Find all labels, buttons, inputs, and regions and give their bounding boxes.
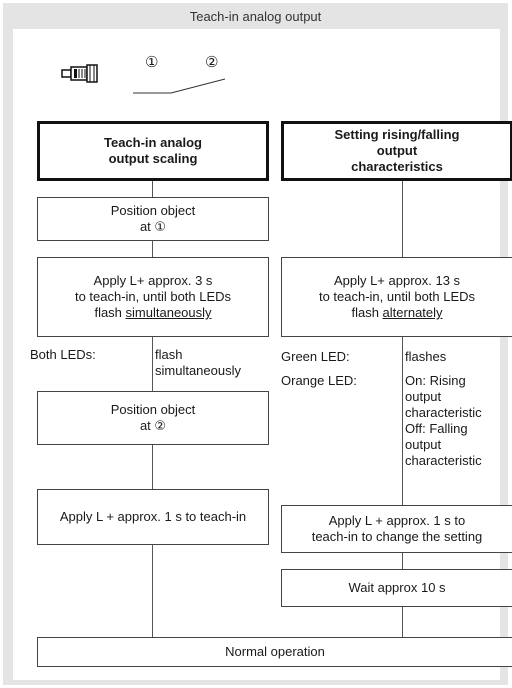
connector-line	[152, 181, 153, 197]
apply-3s-box: Apply L+ approx. 3 s to teach-in, until …	[37, 257, 269, 337]
green-led-value: flashes	[405, 349, 447, 364]
connector-line	[402, 337, 403, 505]
both-leds-value: flash simultaneously	[155, 347, 241, 378]
connector-line	[152, 445, 153, 489]
orange-led-label: Orange LED:	[281, 373, 357, 388]
connector-line	[152, 545, 153, 637]
diagram-frame: Teach-in analog output ① ②	[3, 3, 512, 685]
connector-line	[152, 241, 153, 257]
connector-line	[402, 607, 403, 637]
sensor-icon	[61, 64, 98, 83]
switch-line	[133, 78, 226, 94]
position-1-symbol: ①	[145, 54, 159, 71]
simultaneously-emphasis: simultaneously	[125, 305, 212, 320]
normal-operation-box: Normal operation	[37, 637, 512, 667]
both-leds-label: Both LEDs:	[30, 347, 96, 362]
apply-13s-box: Apply L+ approx. 13 s to teach-in, until…	[281, 257, 512, 337]
orange-led-value: On: Rising output characteristic Off: Fa…	[405, 373, 482, 468]
diagram-title: Teach-in analog output	[189, 8, 322, 24]
connector-line	[402, 553, 403, 569]
green-led-label: Green LED:	[281, 349, 350, 364]
connector-line	[152, 337, 153, 391]
alternately-emphasis: alternately	[382, 305, 443, 320]
apply-1s-box: Apply L + approx. 1 s to teach-in	[37, 489, 269, 545]
wait-10s-box: Wait approx 10 s	[281, 569, 512, 607]
connector-line	[402, 181, 403, 281]
position-2-symbol: ②	[205, 54, 219, 71]
